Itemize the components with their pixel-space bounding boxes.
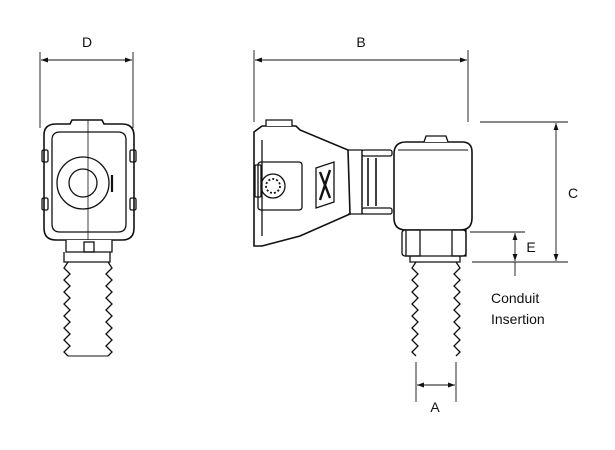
dimension-label-a: A: [430, 399, 440, 415]
front-view: [39, 52, 137, 357]
note-line-2: Insertion: [491, 311, 545, 327]
dimension-label-d: D: [82, 34, 92, 50]
dimension-label-b: B: [356, 34, 365, 50]
note-line-1: Conduit: [491, 290, 540, 306]
dimension-label-e: E: [526, 239, 535, 255]
side-view: [253, 50, 568, 402]
conduit-insertion-note: Conduit Insertion: [491, 288, 545, 330]
dimension-label-c: C: [568, 185, 578, 201]
